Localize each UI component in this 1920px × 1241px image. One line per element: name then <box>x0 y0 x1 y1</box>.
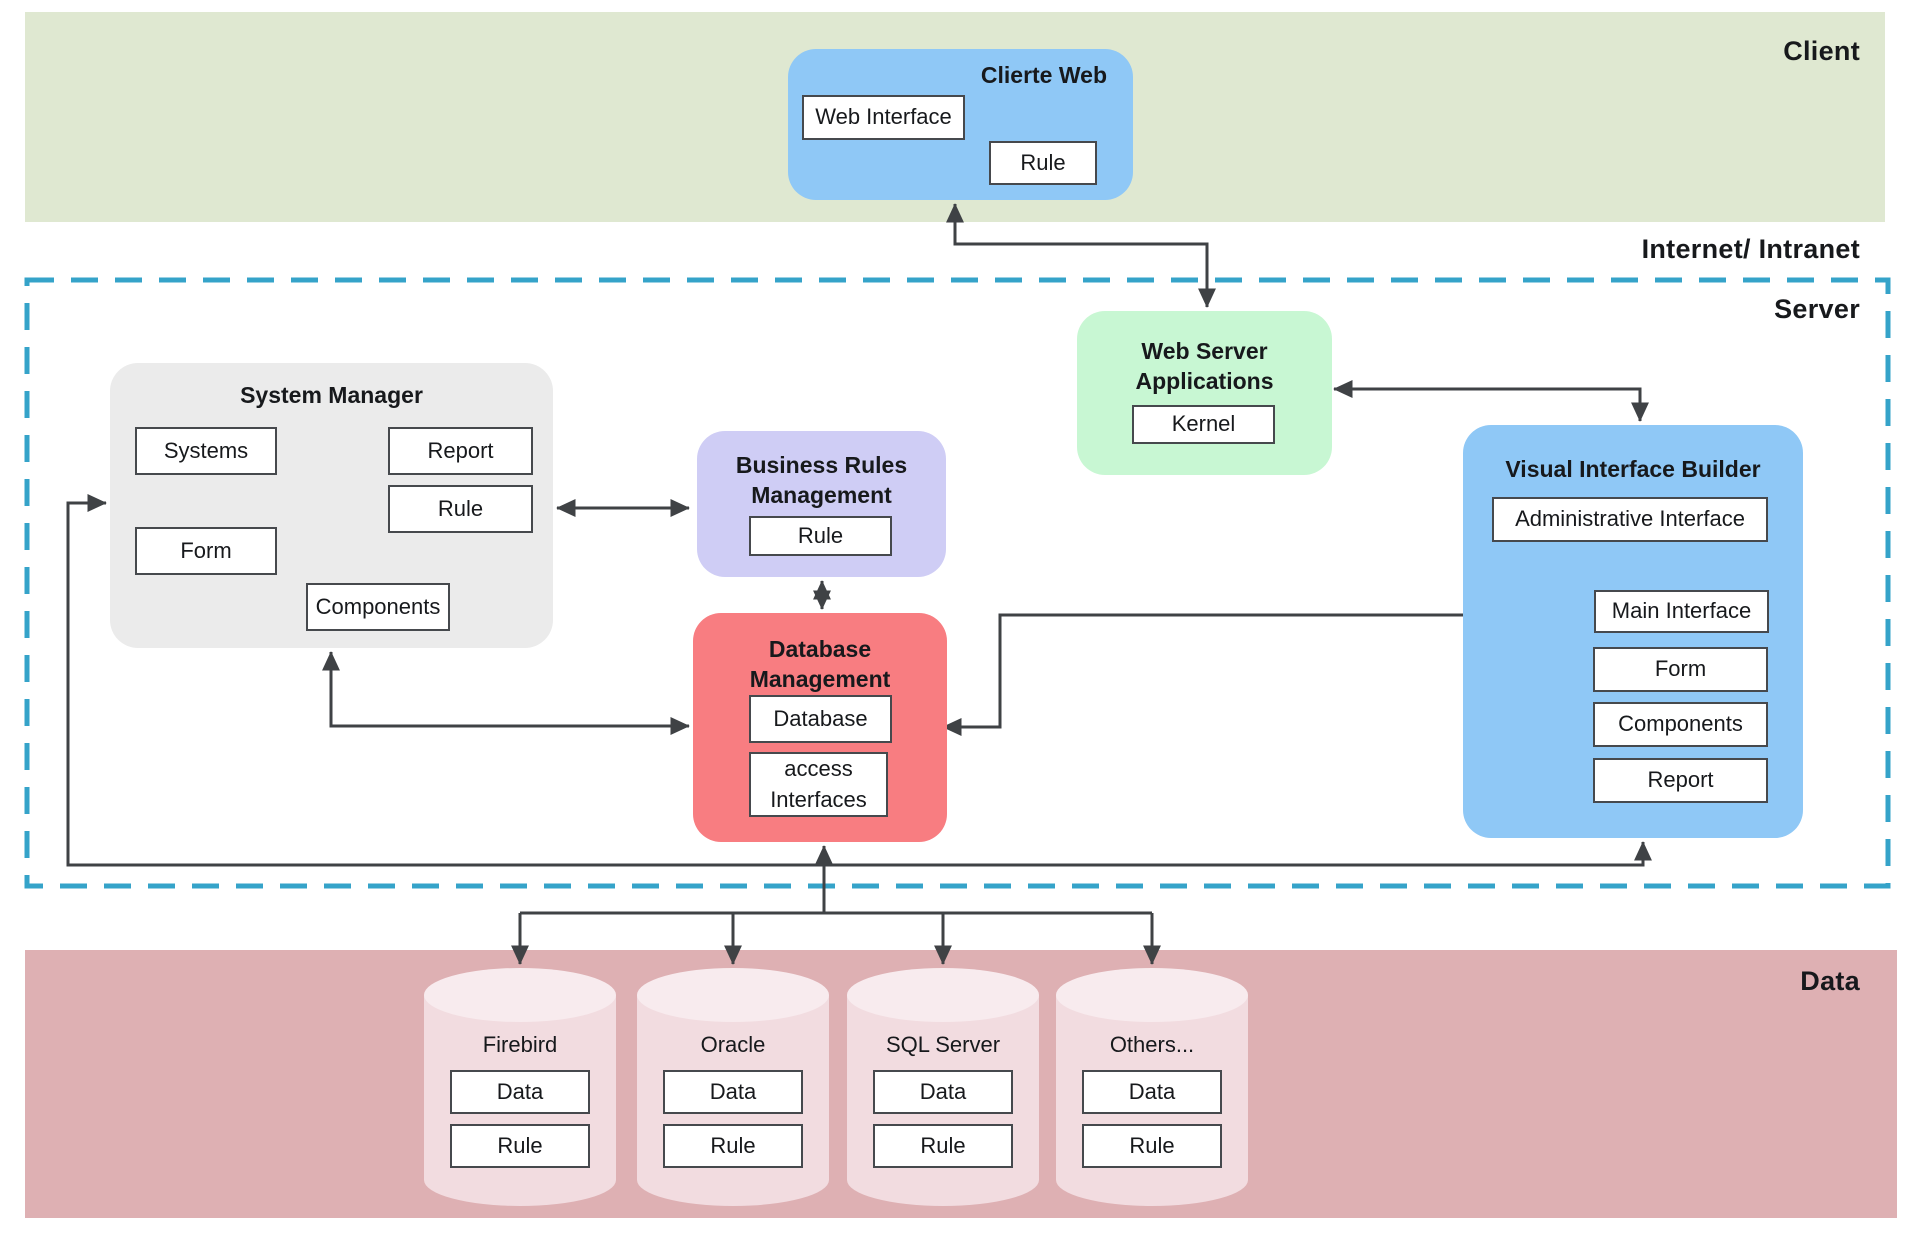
web-server-applications-node: Web Server Applications Kernel <box>1077 311 1332 475</box>
data-band-label: Data <box>1800 966 1860 996</box>
oracle-rule-box: Rule <box>663 1124 803 1168</box>
visual-interface-builder-node: Visual Interface Builder Administrative … <box>1463 425 1803 838</box>
system-manager-title: System Manager <box>240 382 423 408</box>
web-server-title-line2: Applications <box>1135 368 1274 394</box>
firebird-label: Firebird <box>482 1032 558 1057</box>
wire-webserver-vib <box>1333 380 1649 422</box>
server-band-label: Server <box>1774 294 1860 324</box>
system-manager-node: System Manager Systems Report Rule Form … <box>110 363 553 648</box>
wire-clienteweb-webserver <box>946 203 1216 308</box>
cylinder-top-ellipse <box>424 968 616 1022</box>
web-server-title-line1: Web Server <box>1141 338 1268 364</box>
sysmgr-form-box: Form <box>135 527 277 575</box>
kernel-box: Kernel <box>1132 405 1275 444</box>
database-box: Database <box>749 695 892 743</box>
others-rule-box: Rule <box>1082 1124 1222 1168</box>
cliente-web-node: Clierte Web Web Interface Rule <box>788 49 1133 200</box>
cliente-web-title: Clierte Web <box>980 62 1107 88</box>
sqlserver-cylinder: SQL Server Data Rule <box>847 968 1039 1206</box>
business-rules-title-line2: Management <box>751 482 892 508</box>
main-interface-box: Main Interface <box>1594 590 1769 633</box>
vib-form-box: Form <box>1593 647 1768 692</box>
firebird-data-box: Data <box>450 1070 590 1114</box>
internet-intranet-label: Internet/ Intranet <box>1641 234 1860 264</box>
oracle-cylinder: Oracle Data Rule <box>637 968 829 1206</box>
wire-sysmgr-dbm <box>322 651 690 735</box>
wire-feedback-loop <box>66 494 1652 867</box>
cylinder-top-ellipse <box>637 968 829 1022</box>
firebird-cylinder: Firebird Data Rule <box>424 968 616 1206</box>
firebird-rule-box: Rule <box>450 1124 590 1168</box>
brm-rule-box: Rule <box>749 516 892 556</box>
systems-box: Systems <box>135 427 277 475</box>
oracle-data-box: Data <box>663 1070 803 1114</box>
cylinder-top-ellipse <box>847 968 1039 1022</box>
others-label: Others... <box>1109 1032 1195 1057</box>
cylinder-top-ellipse <box>1056 968 1248 1022</box>
sysmgr-rule-box: Rule <box>388 485 533 533</box>
administrative-interface-box: Administrative Interface <box>1492 497 1768 542</box>
sysmgr-components-box: Components <box>306 583 450 631</box>
sqlserver-rule-box: Rule <box>873 1124 1013 1168</box>
sqlserver-data-box: Data <box>873 1070 1013 1114</box>
sqlserver-label: SQL Server <box>885 1032 1001 1057</box>
access-interfaces-box: access Interfaces <box>749 752 888 817</box>
cliente-web-rule-box: Rule <box>989 141 1097 185</box>
database-mgmt-title-line2: Management <box>749 666 891 692</box>
web-interface-box: Web Interface <box>802 95 965 140</box>
database-mgmt-title-line1: Database <box>768 636 872 662</box>
vib-components-box: Components <box>1593 702 1768 747</box>
oracle-label: Oracle <box>700 1032 766 1057</box>
business-rules-node: Business Rules Management Rule <box>697 431 946 577</box>
client-band-label: Client <box>1783 36 1860 66</box>
database-management-node: Database Management Database access Inte… <box>693 613 947 842</box>
vib-title: Visual Interface Builder <box>1505 456 1761 482</box>
others-data-box: Data <box>1082 1070 1222 1114</box>
vib-report-box: Report <box>1593 758 1768 803</box>
sysmgr-report-box: Report <box>388 427 533 475</box>
others-cylinder: Others... Data Rule <box>1056 968 1248 1206</box>
business-rules-title-line1: Business Rules <box>735 452 908 478</box>
